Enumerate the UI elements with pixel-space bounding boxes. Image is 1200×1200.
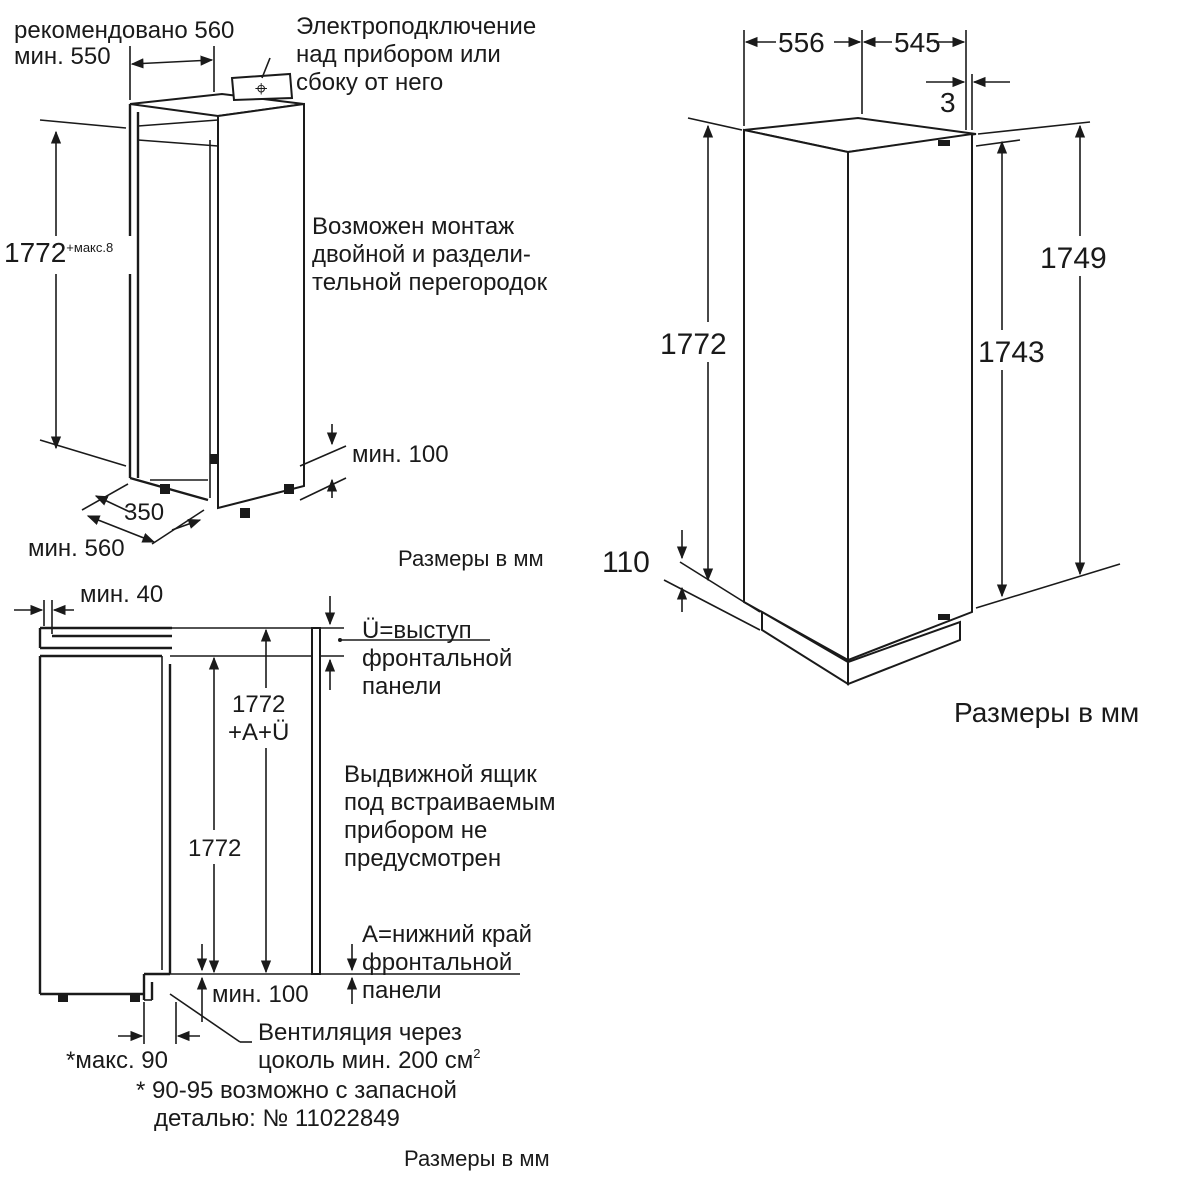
partition-label-3: тельной перегородок (312, 269, 548, 296)
a-label-2: фронтальной (362, 949, 512, 976)
height-1743-label: 1743 (978, 336, 1045, 369)
appliance-front (847, 132, 973, 662)
foot (240, 508, 250, 518)
foot (58, 994, 68, 1002)
height-1749-label: 1749 (1040, 242, 1107, 275)
min-100-bottom-label: мин. 100 (212, 981, 309, 1008)
vent-label-1: Вентиляция через (258, 1019, 462, 1046)
electric-label-2: над прибором или (296, 41, 501, 68)
foot (210, 454, 218, 464)
hinge (938, 140, 950, 146)
appliance-side (743, 128, 849, 662)
a-label-3: панели (362, 977, 442, 1004)
foot (284, 484, 294, 494)
plug-icon: ⌖ (255, 76, 267, 101)
front-panel (311, 627, 321, 975)
depth-545-label: 545 (894, 27, 941, 58)
section-diagram: мин. 40 1772 +A+Ü 1772 Ü=выступ фронталь… (14, 581, 556, 1171)
label-bg (976, 330, 1062, 370)
vent-label-2: цоколь мин. 200 см2 (258, 1046, 481, 1074)
units-label-3: Размеры в мм (404, 1146, 550, 1171)
niche-right-side (217, 102, 305, 510)
units-label-1: Размеры в мм (398, 546, 544, 571)
recommended-width-label: рекомендовано 560 (14, 17, 234, 44)
label-bg (660, 322, 742, 362)
gap-3-label: 3 (940, 87, 956, 118)
u-label-3: панели (362, 673, 442, 700)
min-40-label: мин. 40 (80, 581, 163, 608)
hinge (938, 614, 950, 620)
width-556-label: 556 (778, 27, 825, 58)
electric-label-3: сбоку от него (296, 69, 443, 96)
foot (130, 994, 140, 1002)
niche-height-label: 1772+макс.8 (4, 237, 113, 268)
label-bg (1036, 236, 1124, 276)
drawer-label-3: прибором не (344, 817, 487, 844)
total-height-label-2: +A+Ü (228, 719, 289, 746)
partition-label-2: двойной и раздели- (312, 241, 531, 268)
max-90-label: *макс. 90 (66, 1047, 168, 1074)
drawer-label-2: под встраиваемым (344, 789, 556, 816)
total-height-label-1: 1772 (232, 691, 285, 718)
niche-1772-label: 1772 (188, 835, 241, 862)
drawer-label-4: предусмотрен (344, 845, 501, 872)
label-bg (184, 830, 248, 864)
partition-label-1: Возможен монтаж (312, 213, 514, 240)
depth-350-label: 350 (124, 499, 164, 526)
min-100-top-label: мин. 100 (352, 441, 449, 468)
niche-diagram: ⌖ рекомендовано 560 мин. 550 Электроподк… (0, 13, 548, 571)
height-1772-label: 1772 (660, 328, 727, 361)
u-label-1: Ü=выступ (362, 617, 472, 644)
electric-label-1: Электроподключение (296, 13, 536, 40)
min-width-label: мин. 550 (14, 43, 111, 70)
socket-box (230, 72, 294, 102)
min-560-label: мин. 560 (28, 535, 125, 562)
drawer-label-1: Выдвижной ящик (344, 761, 537, 788)
note-label-1: * 90-95 возможно с запасной (136, 1077, 457, 1104)
note-label-2: деталью: № 11022849 (154, 1105, 400, 1132)
plinth-110-label: 110 (602, 546, 650, 579)
label-bg (226, 688, 310, 748)
foot (160, 484, 170, 494)
units-label-2: Размеры в мм (954, 697, 1139, 728)
leader-dot (338, 638, 342, 642)
appliance-diagram: 556 545 3 1772 110 1743 1749 Размеры в м… (602, 27, 1139, 728)
u-label-2: фронтальной (362, 645, 512, 672)
plinth-front (847, 620, 961, 686)
a-label-1: A=нижний край (362, 921, 532, 948)
height-label-bg (0, 236, 132, 274)
